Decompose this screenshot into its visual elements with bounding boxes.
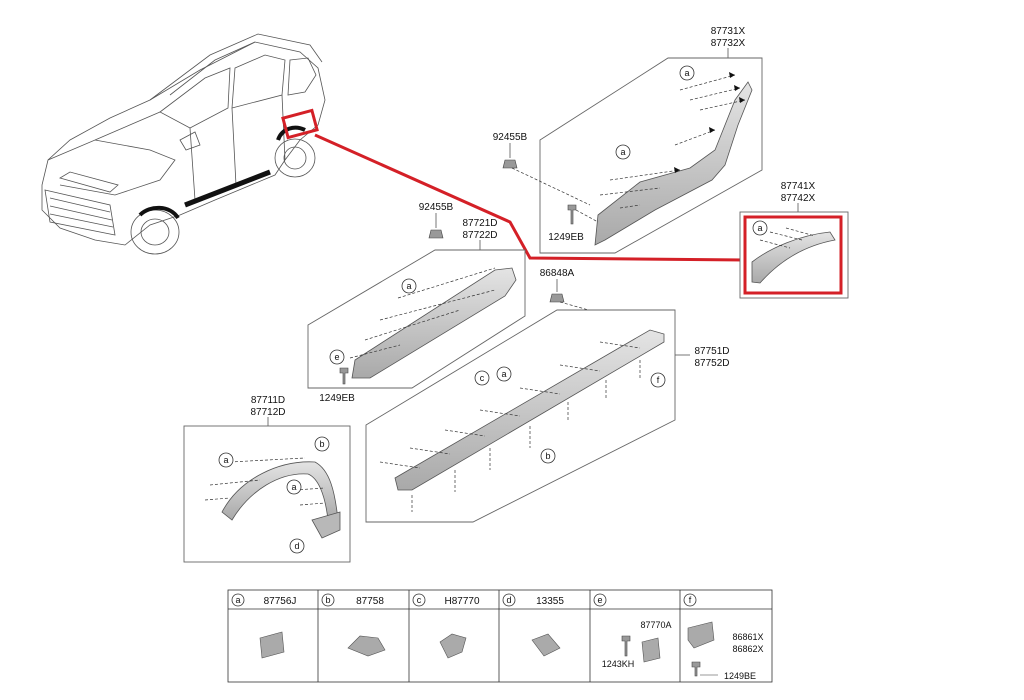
- svg-text:e: e: [334, 352, 339, 362]
- rear-arch-part: [751, 231, 836, 284]
- svg-text:f: f: [689, 595, 692, 605]
- front-molding-num1: 87721D: [462, 218, 497, 229]
- legend-table: a 87756J b 87758 c H87770 d 13355 e: [227, 589, 773, 683]
- callout-b: [540, 448, 556, 464]
- legend-part-d: 13355: [536, 596, 564, 607]
- legend-cell-f: f 86861X 86862X 1249BE: [683, 593, 764, 681]
- screw-icon: [339, 367, 349, 385]
- svg-text:a: a: [620, 147, 625, 157]
- svg-text:d: d: [506, 595, 511, 605]
- clip-d-icon: [531, 633, 561, 657]
- clip-icon: [428, 229, 444, 239]
- callout-b: [314, 436, 330, 452]
- clip-rear-label: 92455B: [493, 132, 528, 143]
- highlight-connector: [314, 133, 746, 262]
- clip-a-icon: [259, 631, 285, 659]
- legend-part-e1: 87770A: [640, 620, 671, 630]
- rear-arch-num2: 87742X: [781, 193, 816, 204]
- callout-e: [329, 349, 345, 365]
- legend-cell-d: d 13355: [502, 593, 564, 657]
- legend-cell-e: e 87770A 1243KH: [593, 593, 672, 669]
- front-arch-num1: 87711D: [251, 395, 285, 406]
- legend-cell-c: c H87770: [412, 593, 480, 659]
- callout-c: [474, 370, 490, 386]
- side-sill-part: [394, 329, 665, 491]
- svg-text:e: e: [597, 595, 602, 605]
- clip-icon: [502, 159, 518, 169]
- rear-arch-num1: 87741X: [781, 181, 816, 192]
- front-door-molding-group: 92455B 87721D 87722D a e 1249EB: [307, 202, 526, 404]
- legend-part-e2: 1243KH: [602, 659, 635, 669]
- legend-part-f3: 1249BE: [724, 671, 756, 681]
- callout-a: [401, 278, 417, 294]
- svg-text:b: b: [545, 451, 550, 461]
- side-sill-num2: 87752D: [694, 358, 729, 369]
- vehicle-illustration: [41, 33, 326, 255]
- legend-part-f1: 86861X: [732, 632, 763, 642]
- svg-text:a: a: [223, 455, 228, 465]
- screw-front-label: 1249EB: [319, 393, 355, 404]
- rear-molding-panel: [539, 57, 763, 254]
- callout-a: [679, 65, 695, 81]
- legend-part-c: H87770: [444, 596, 479, 607]
- screw-f-icon: [691, 661, 701, 677]
- svg-text:a: a: [235, 595, 240, 605]
- callout-a: [286, 479, 302, 495]
- callout-a: [752, 220, 768, 236]
- svg-text:a: a: [406, 281, 411, 291]
- front-molding-part: [351, 267, 517, 379]
- callout-f: [650, 372, 666, 388]
- side-sill-group: 86848A c a b f 87751D 87752D: [365, 268, 730, 523]
- svg-text:b: b: [325, 595, 330, 605]
- svg-text:b: b: [319, 439, 324, 449]
- bracket-e-icon: [641, 637, 661, 663]
- front-molding-num2: 87722D: [462, 230, 497, 241]
- callout-d: [289, 538, 305, 554]
- clip-c-icon: [439, 633, 467, 659]
- legend-cell-a: a 87756J: [231, 593, 297, 659]
- front-arch-num2: 87712D: [250, 407, 285, 418]
- legend-part-f2: 86862X: [732, 644, 763, 654]
- svg-text:a: a: [757, 223, 762, 233]
- svg-text:c: c: [417, 595, 422, 605]
- bracket-f-icon: [687, 621, 715, 649]
- svg-text:a: a: [291, 482, 296, 492]
- screw-e-icon: [621, 635, 631, 657]
- side-sill-num1: 87751D: [694, 346, 729, 357]
- svg-text:d: d: [294, 541, 299, 551]
- rear-door-molding-group: 87731X 87732X a a 92455B 1249EB: [493, 26, 763, 254]
- svg-text:f: f: [657, 375, 660, 385]
- callout-a: [496, 366, 512, 382]
- rear-molding-part: [594, 81, 753, 246]
- svg-text:c: c: [480, 373, 485, 383]
- legend-part-b: 87758: [356, 596, 384, 607]
- legend-cell-b: b 87758: [321, 593, 386, 657]
- rear-molding-num2: 87732X: [711, 38, 746, 49]
- rear-arch-highlight: [743, 215, 843, 295]
- legend-part-a: 87756J: [264, 596, 297, 607]
- screw-icon: [567, 204, 577, 225]
- rear-molding-num1: 87731X: [711, 26, 746, 37]
- front-molding-panel: [307, 249, 526, 389]
- svg-text:a: a: [684, 68, 689, 78]
- callout-a: [218, 452, 234, 468]
- clip-icon: [549, 293, 565, 303]
- clip-front-label: 92455B: [419, 202, 454, 213]
- callout-a: [615, 144, 631, 160]
- screw-rear-label: 1249EB: [548, 232, 584, 243]
- svg-text:a: a: [501, 369, 506, 379]
- clip-sill-label: 86848A: [540, 268, 575, 279]
- front-arch-group: 87711D 87712D a b a d: [183, 395, 351, 563]
- clip-b-icon: [347, 635, 386, 657]
- rear-arch-group: 87741X 87742X a: [739, 181, 849, 299]
